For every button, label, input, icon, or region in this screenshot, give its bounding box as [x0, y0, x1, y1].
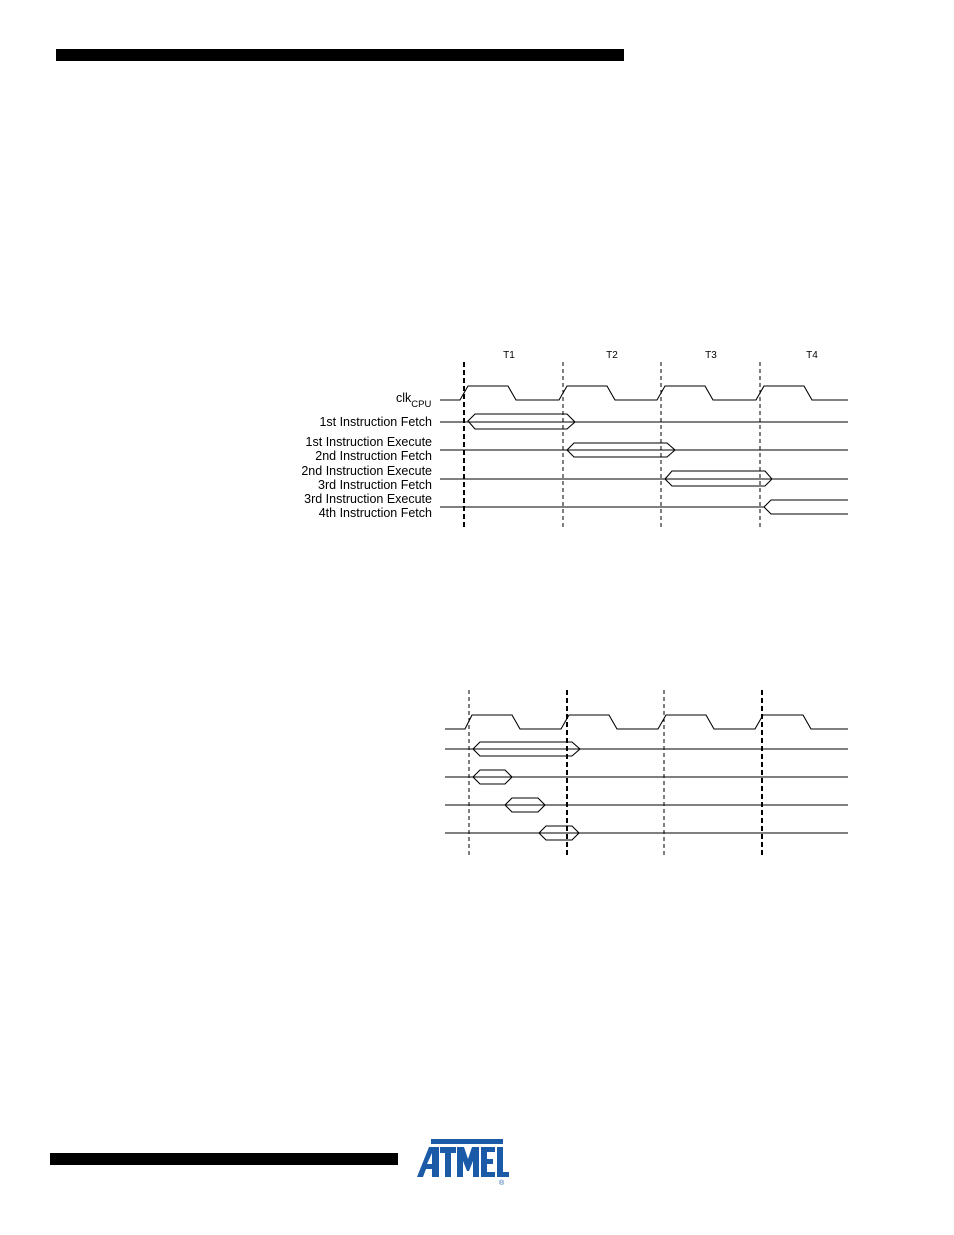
signal-label: 1st Instruction Fetch	[319, 415, 432, 429]
signal-label: 1st Instruction Execute	[306, 435, 433, 449]
period-label-t4: T4	[806, 350, 818, 361]
write-back-bus	[538, 825, 580, 841]
clock-label: clkCPU	[396, 391, 431, 410]
fetch-bus	[472, 741, 581, 757]
header-rule	[56, 49, 624, 61]
signal-label: 3rd Instruction Fetch	[318, 478, 432, 492]
clock-waveform	[440, 385, 848, 401]
fetch-1-bus	[467, 413, 576, 430]
signal-label: 2nd Instruction Execute	[301, 464, 432, 478]
clock-waveform	[445, 714, 848, 730]
atmel-logo-mark	[417, 1139, 509, 1177]
atmel-logo: ®	[417, 1139, 509, 1187]
fetch-4-bus-lower	[763, 506, 848, 515]
fetch-3-bus	[664, 470, 773, 487]
fetch-2-bus	[566, 442, 676, 458]
registered-mark: ®	[499, 1179, 505, 1187]
period-label-t2: T2	[606, 350, 618, 361]
period-label-t1: T1	[503, 350, 515, 361]
signal-label: 3rd Instruction Execute	[304, 492, 432, 506]
single-cycle-alu-timing-diagram	[445, 690, 848, 856]
period-label-t3: T3	[705, 350, 717, 361]
signal-label: 2nd Instruction Fetch	[315, 449, 432, 463]
pipeline-timing-diagram: T1 T2 T3 T4 clkCPU 1st Instruction Fetch…	[301, 350, 848, 528]
signal-label: 4th Instruction Fetch	[319, 506, 432, 520]
alu-operation-bus	[504, 797, 546, 813]
footer-rule	[50, 1153, 398, 1165]
fetch-4-bus-upper	[763, 499, 848, 508]
operands-fetch-bus	[472, 769, 513, 785]
